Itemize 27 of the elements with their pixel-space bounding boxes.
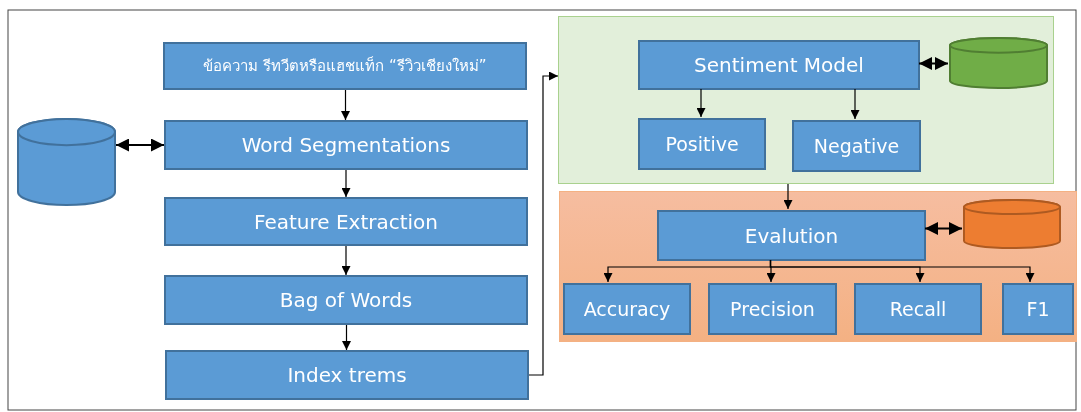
process-box: Bag of Words — [164, 275, 528, 325]
process-box: Positive — [638, 118, 766, 170]
arrow — [696, 88, 706, 118]
double-arrow — [918, 57, 949, 70]
arrow — [769, 259, 1035, 283]
process-box: Feature Extraction — [164, 197, 528, 246]
arrow — [528, 71, 559, 376]
process-box: Sentiment Model — [638, 40, 920, 90]
arrow — [341, 169, 351, 198]
arrow — [341, 245, 351, 276]
process-box: Accuracy — [563, 283, 691, 335]
process-box: Recall — [854, 283, 982, 335]
arrow — [783, 183, 793, 210]
group-panel — [559, 191, 1077, 342]
process-box: Negative — [792, 120, 921, 172]
process-box: F1 — [1002, 283, 1074, 335]
double-arrow — [924, 222, 963, 235]
process-box: Evalution — [657, 210, 926, 261]
arrow — [850, 88, 860, 120]
group-panel — [558, 16, 1054, 184]
arrow — [341, 89, 350, 121]
process-box: ข้อความ รีทวีตหรือแฮชแท็ก “รีวิวเชียงใหม่” — [163, 42, 527, 90]
process-box: Precision — [708, 283, 837, 335]
process-box: Index trems — [165, 350, 529, 400]
double-arrow — [115, 138, 165, 152]
arrow — [342, 324, 351, 351]
process-box: Word Segmentations — [164, 120, 528, 170]
